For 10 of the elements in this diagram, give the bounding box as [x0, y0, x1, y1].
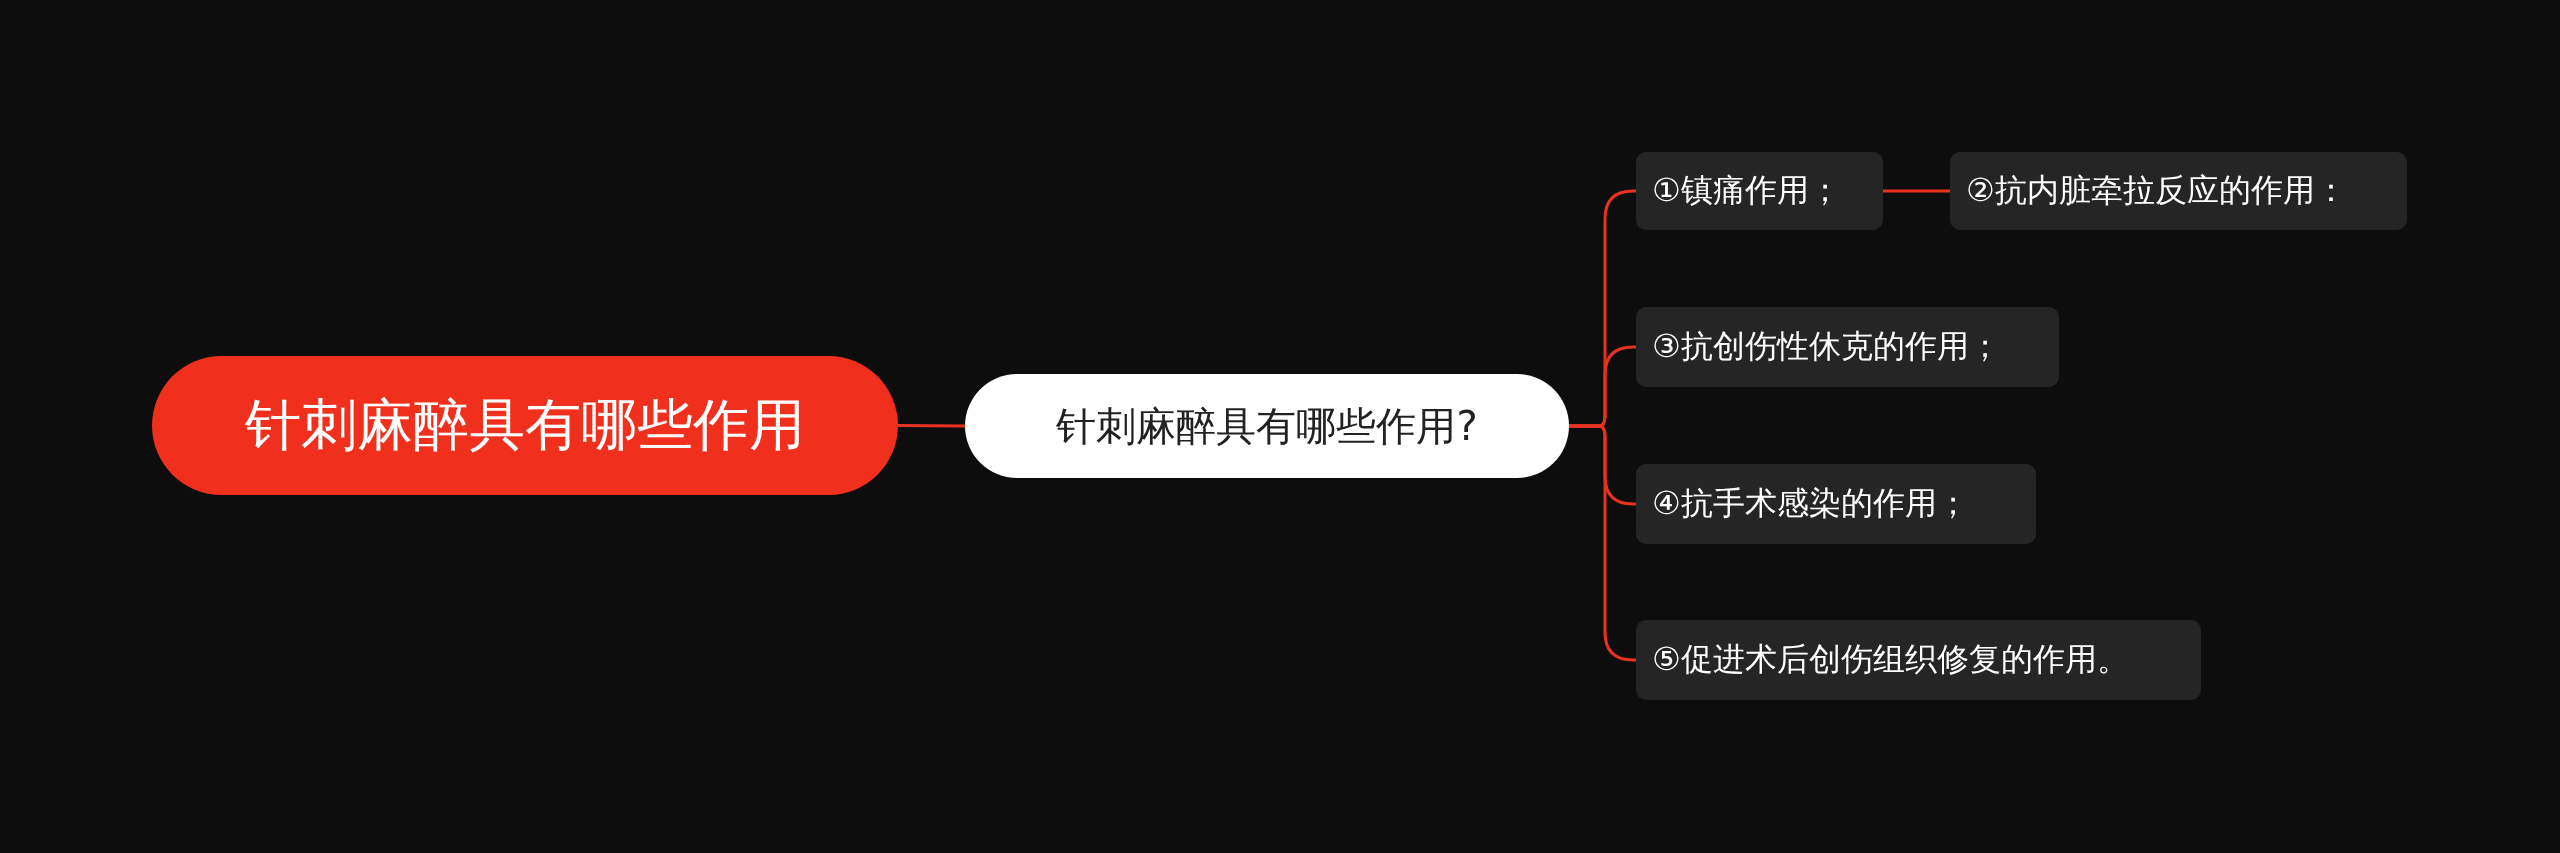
subtopic-box: ⑤促进术后创伤组织修复的作用。 [1636, 620, 2201, 700]
connector-line [1883, 189, 1950, 193]
subtopic-box: ③抗创伤性休克的作用； [1636, 307, 2059, 387]
subtopic-box: ②抗内脏牵拉反应的作用： [1950, 152, 2407, 230]
connector-line [1569, 424, 1636, 662]
subtopic-box: ④抗手术感染的作用； [1636, 464, 2036, 544]
connector-line [898, 424, 965, 428]
main-topic: 针刺麻醉具有哪些作用? [965, 374, 1569, 478]
subtopic-box: ①镇痛作用； [1636, 152, 1883, 230]
root-topic: 针刺麻醉具有哪些作用 [152, 356, 898, 495]
